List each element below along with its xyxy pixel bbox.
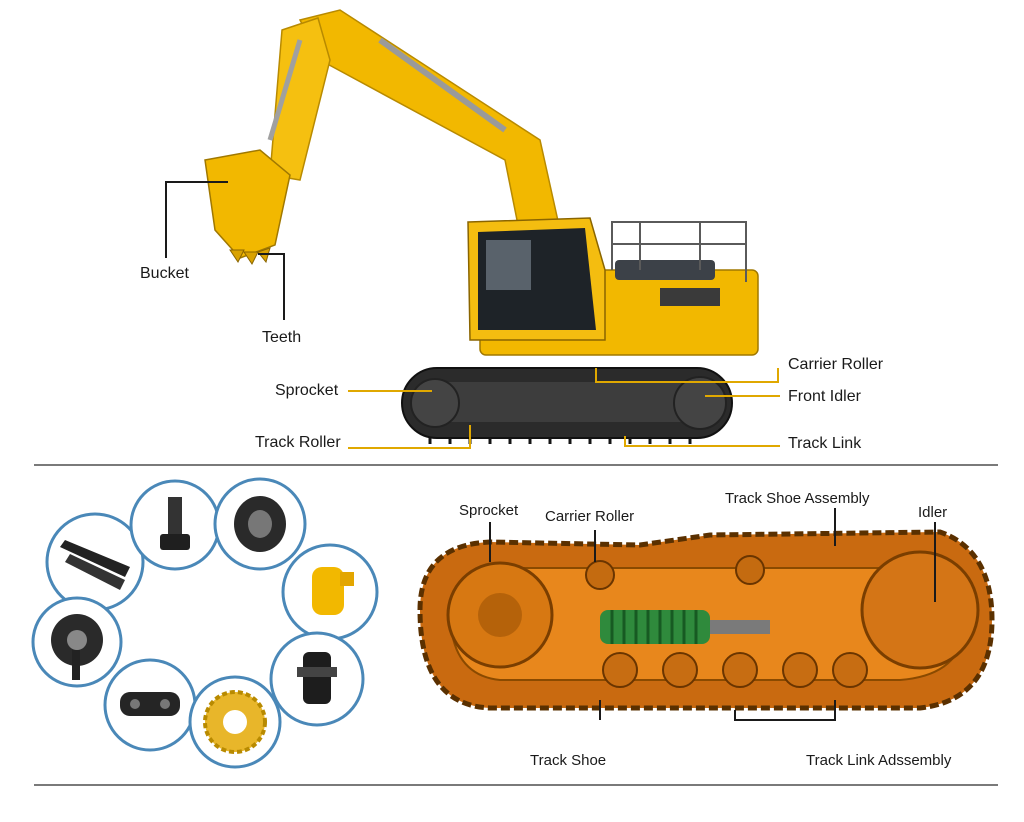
sprocket-wheel [410,378,460,428]
label-track-roller: Track Roller [255,434,341,451]
part-idler-wheel [31,596,123,688]
label-track-link-assembly: Track Link Adssembly [806,752,952,769]
label-track-shoe: Track Shoe [530,752,607,769]
recoil-spring [600,610,770,644]
arm-cylinder [267,39,303,141]
leader-lines-yellow [348,368,780,449]
undercarriage-leader-lines [489,508,936,721]
cab-window-glare [486,240,531,290]
idler-body [860,550,980,670]
excavator-arm [269,17,331,181]
excavator-illustration [165,9,780,449]
undercarriage-illustration [417,508,995,721]
label-sprocket-top: Sprocket [275,382,339,399]
handrail [611,221,747,282]
part-sprocket-wheel [188,675,282,769]
carrier-roller-1 [585,560,615,590]
label-carrier-roller-top: Carrier Roller [788,356,884,373]
part-bottom-roller [269,631,365,727]
excavator-bucket [204,149,291,259]
carrier-roller-2 [735,555,765,585]
label-bucket: Bucket [140,265,189,282]
part-track-shoe [45,512,145,612]
label-sprocket-bottom: Sprocket [459,502,519,519]
label-track-link: Track Link [788,435,862,452]
divider-bottom [34,784,998,786]
sprocket-hub [478,593,522,637]
track-rollers [602,652,868,688]
label-front-idler: Front Idler [788,388,861,405]
engine-vent [660,288,720,306]
part-track-link [103,658,197,752]
excavator-boom [298,9,561,236]
part-bolt [129,479,221,571]
label-carrier-roller-bottom: Carrier Roller [545,508,635,525]
leader-lines-black [165,181,285,320]
track-frame [440,382,700,422]
label-track-shoe-assembly: Track Shoe Assembly [725,490,870,507]
part-track-roller [213,477,307,571]
divider-top [34,464,998,466]
part-carrier-roller [281,543,379,641]
idler-wheel [673,376,727,430]
label-idler: Idler [918,504,948,521]
label-teeth: Teeth [262,329,302,346]
boom-cylinder [378,37,507,133]
parts-gallery [31,477,379,769]
